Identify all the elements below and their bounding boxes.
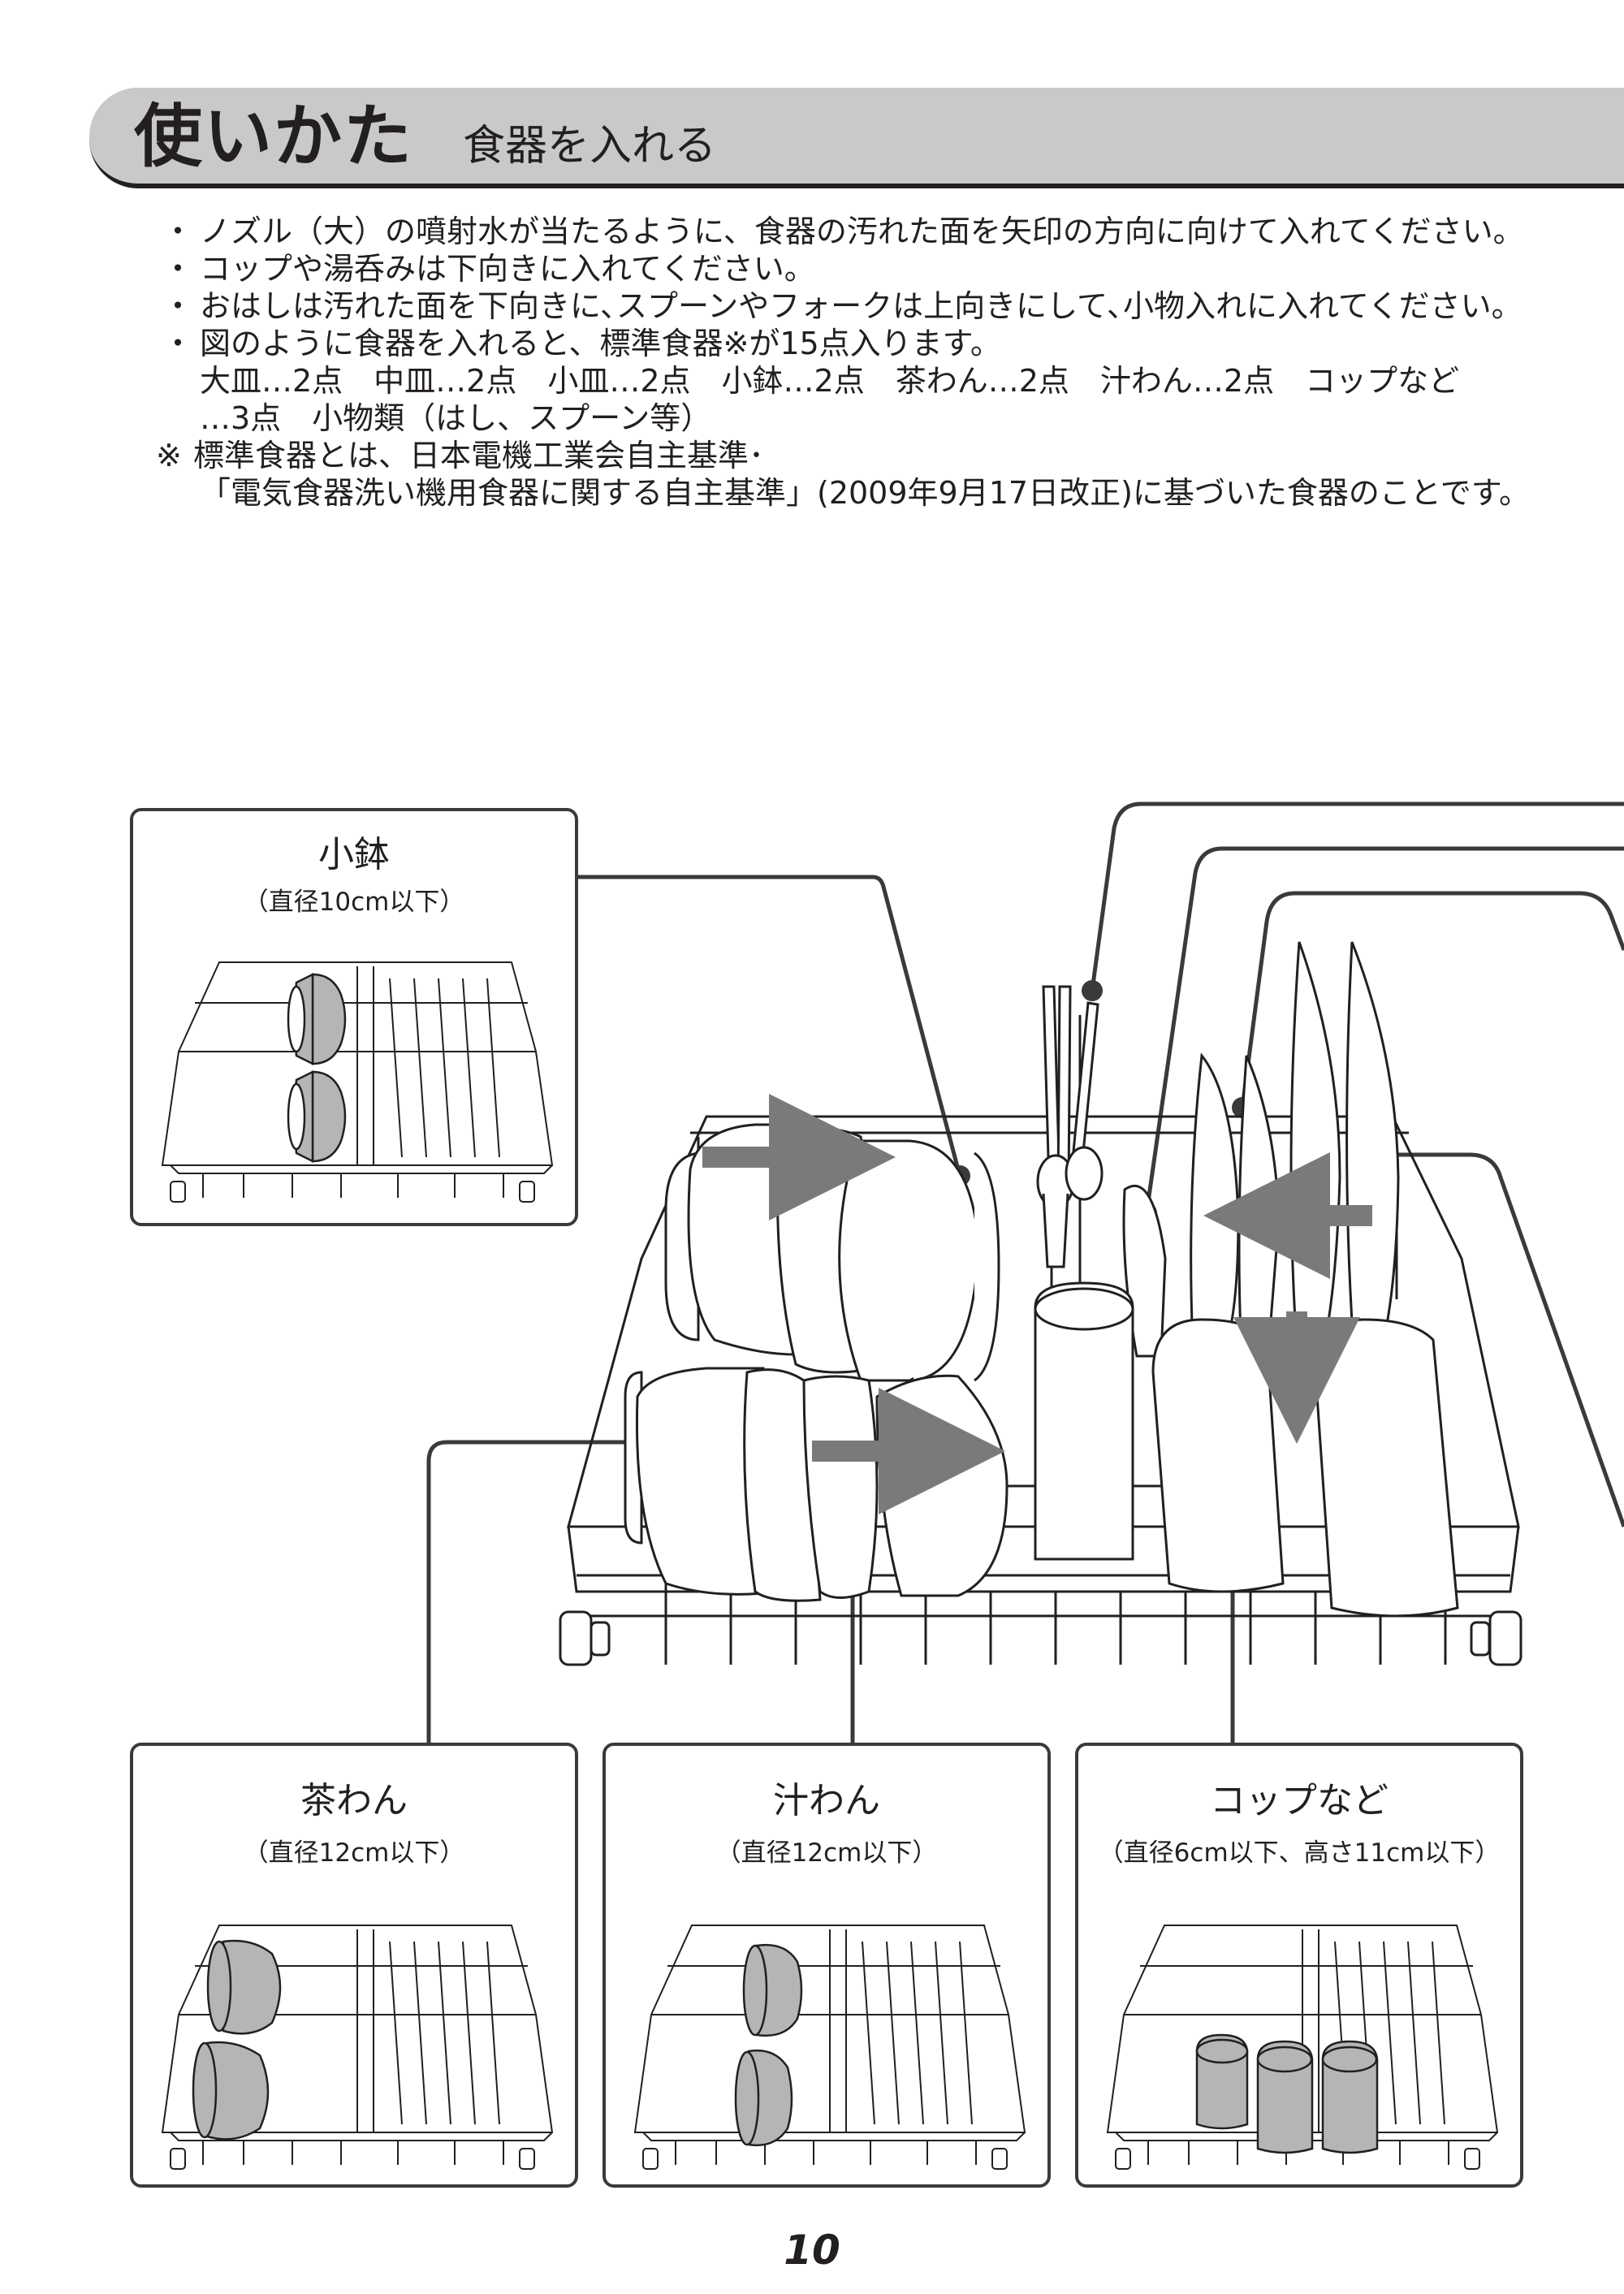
- utensils: [1036, 985, 1104, 1268]
- standard-dishes-line-1: 大皿…2点 中皿…2点 小皿…2点 小鉢…2点 茶わん…2点 汁わん…2点 コッ…: [200, 363, 1460, 399]
- page-title: 使いかた: [134, 97, 414, 176]
- footnote-line-2: 「電気食器洗い機用食器に関する自主基準」(2009年9月17日改正)に基づいた食…: [200, 475, 1530, 511]
- header-band: [89, 88, 1624, 188]
- bullet-glyph: ・: [162, 251, 194, 287]
- basket-wheels: [559, 1610, 1522, 1666]
- note-item: ・図のように食器を入れると、標準食器※が15点入ります。: [162, 326, 1001, 361]
- bullet-glyph: ・: [162, 288, 194, 324]
- leader-lines: [426, 801, 1624, 1744]
- footnote-mark: ※: [156, 438, 182, 473]
- note-item: ・おはしは汚れた面を下向きに､スプーンやフォークは上向きにして､小物入れに入れて…: [162, 288, 1522, 324]
- footnote: ※標準食器とは、日本電機工業会自主基準･: [156, 438, 765, 473]
- panel-title: 小鉢: [318, 834, 390, 875]
- note-item: ・ノズル（大）の噴射水が当たるように、食器の汚れた面を矢印の方向に向けて入れてく…: [162, 214, 1524, 249]
- panel-shiruwan: 汁わん （直径12cm以下）: [603, 1743, 1051, 2188]
- mini-rack-chawan: [161, 1925, 554, 2170]
- panel-kobachi: 小鉢 （直径10cm以下）: [130, 808, 578, 1226]
- panel-size-note: （直径12cm以下）: [715, 1838, 938, 1868]
- front-bowls: [624, 1367, 1009, 1602]
- panel-size-note: （直径10cm以下）: [243, 888, 465, 917]
- bullet-glyph: ・: [162, 214, 194, 249]
- panel-chawan: 茶わん （直径12cm以下）: [130, 1743, 578, 2188]
- panel-title: 汁わん: [773, 1780, 880, 1821]
- standard-dishes-line-2: …3点 小物類（はし、スプーン等）: [200, 400, 712, 436]
- panel-title: コップなど: [1210, 1780, 1389, 1821]
- bullet-glyph: ・: [162, 326, 194, 361]
- cups: [1034, 1281, 1459, 1618]
- plates: [1122, 941, 1400, 1382]
- mini-rack-kobachi: [161, 961, 554, 1203]
- instruction-notes: ・ノズル（大）の噴射水が当たるように、食器の汚れた面を矢印の方向に向けて入れてく…: [156, 213, 1608, 512]
- mini-rack-cup: [1106, 1925, 1499, 2170]
- panel-size-note: （直径6cm以下、高さ11cm以下）: [1098, 1838, 1501, 1868]
- page-number: 10: [784, 2227, 840, 2274]
- note-item: ・コップや湯呑みは下向きに入れてください。: [162, 251, 815, 287]
- direction-arrows: [702, 1094, 1372, 1514]
- page-subtitle: 食器を入れる: [463, 122, 717, 171]
- mini-rack-shiruwan: [633, 1925, 1026, 2170]
- panel-size-note: （直径12cm以下）: [243, 1838, 465, 1868]
- panel-cup: コップなど （直径6cm以下、高さ11cm以下）: [1075, 1743, 1523, 2188]
- panel-title: 茶わん: [300, 1780, 408, 1821]
